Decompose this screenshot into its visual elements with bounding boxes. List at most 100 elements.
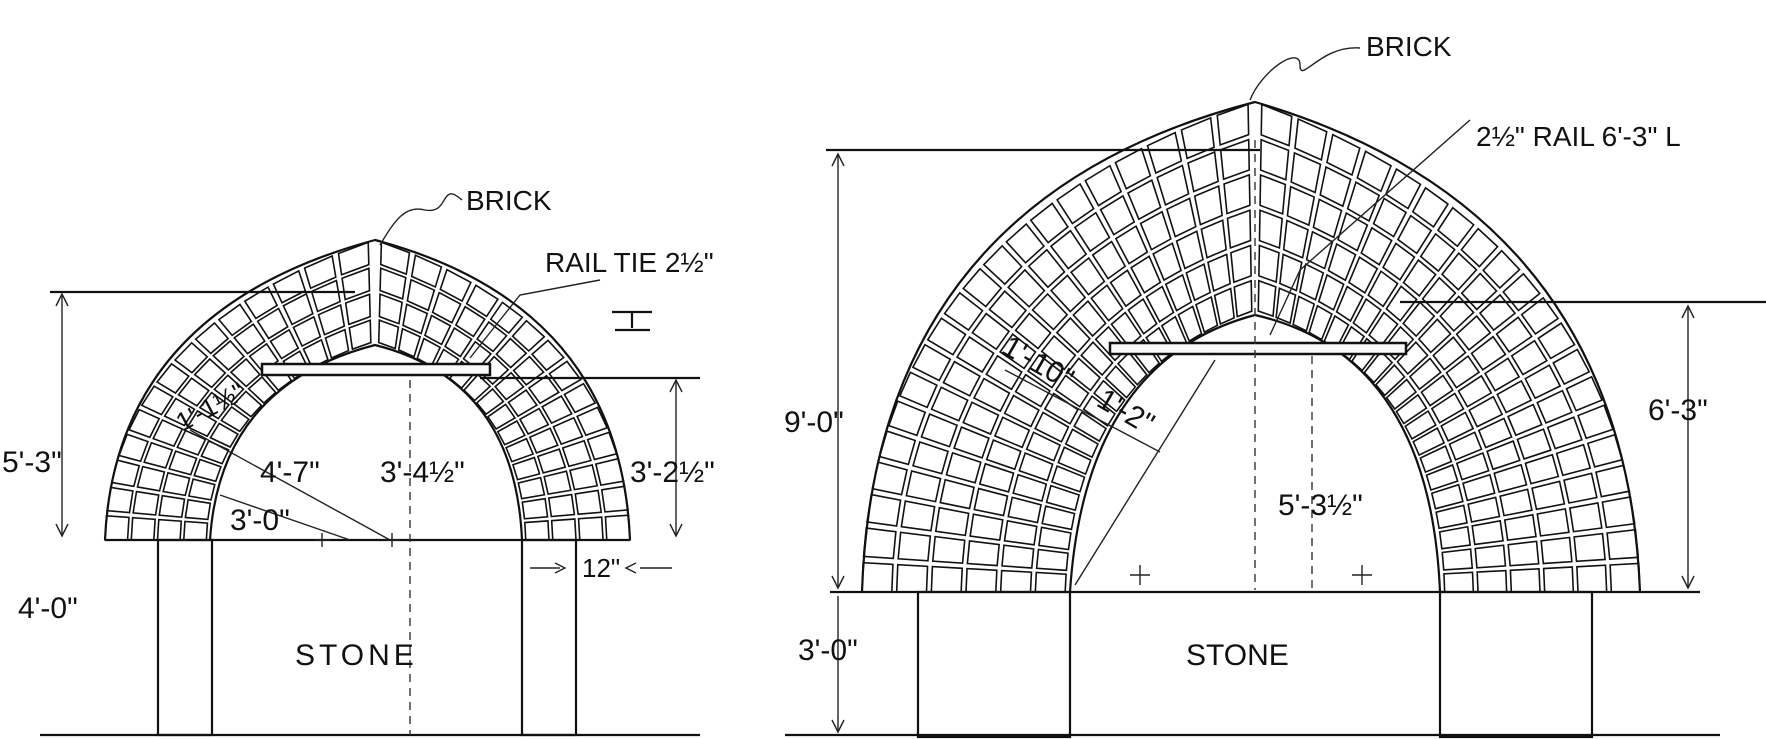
brick [1374,363,1406,397]
brick [1001,544,1035,569]
left-pier-height-label: 4'-0" [18,592,78,625]
brick [1216,103,1250,147]
brick [1455,451,1490,481]
brick [985,354,1023,391]
brick [1127,179,1162,221]
brick [1606,528,1640,561]
brick [934,506,970,537]
right-rail-label: 2½" RAIL 6'-3" L [1476,121,1681,152]
brick [930,386,969,422]
brick [1421,276,1457,315]
brick [402,303,429,335]
brick [942,360,981,397]
brick [317,303,346,336]
brick [1499,488,1533,517]
brick [1286,185,1316,227]
brick [212,339,246,372]
brick [1195,295,1219,334]
brick [1402,301,1436,338]
brick [576,406,609,437]
brick [200,439,230,465]
brick [379,267,407,301]
brick [486,403,517,430]
brick [911,343,952,382]
brick [1445,354,1481,389]
brick [1298,263,1325,301]
brick [900,500,936,532]
brick [1259,173,1287,215]
brick [269,328,300,360]
right-brick-voussoirs [861,103,1641,593]
brick [985,439,1022,471]
brick [155,362,190,395]
brick [193,458,222,483]
brick [378,293,403,325]
brick [1041,505,1076,531]
right-arch-outer-curve [860,100,1642,593]
brick [1531,480,1566,511]
brick [965,567,998,593]
brick [1043,392,1079,425]
brick [1335,285,1364,323]
brick [1226,209,1252,250]
brick [1114,147,1152,190]
brick [1524,364,1562,400]
brick [1312,198,1343,239]
brick [177,377,210,407]
brick [1319,165,1352,208]
brick [1516,428,1552,460]
brick [1152,242,1183,282]
brick [1425,463,1459,492]
brick [966,540,1001,567]
brick [1385,378,1418,411]
brick [176,429,207,456]
left-height-label: 5'-3" [2,446,62,479]
brick [972,377,1011,413]
brick [1014,373,1051,408]
brick [1029,202,1069,244]
brick [410,254,443,289]
right-rail-height-label: 6'-3" [1648,394,1708,427]
brick [173,341,209,374]
brick [1257,279,1277,318]
brick [861,561,894,593]
brick [971,312,1011,351]
right-stone-pier-left [916,590,1072,739]
brick [1177,305,1203,343]
brick [1073,211,1111,253]
left-radius-3-label: 3'-0" [230,504,290,537]
brick [1460,272,1498,311]
brick [256,307,289,340]
brick [377,319,400,350]
right-pier-height-label: 3'-0" [798,634,858,667]
brick [1395,393,1428,425]
brick [1275,287,1297,325]
brick [920,413,959,448]
right-arch [785,47,1766,739]
brick [993,416,1031,449]
left-stone-pier-left [156,538,214,737]
brick [1130,255,1162,294]
brick [1555,443,1592,477]
brick [926,317,967,356]
brick [194,321,230,355]
brick [104,514,130,541]
brick [496,419,526,446]
brick [465,284,499,318]
brick [232,390,263,418]
brick [1486,440,1521,471]
brick [945,451,982,484]
brick [536,448,567,474]
brick [233,323,266,355]
brick [1114,224,1149,265]
brick [1568,502,1603,533]
brick [1049,229,1088,270]
brick [1327,242,1357,282]
brick [1012,473,1048,503]
brick [1563,472,1598,504]
brick [1372,197,1408,238]
brick [379,241,411,276]
brick [431,291,462,324]
left-stone-pier-right [520,538,578,737]
brick [303,254,337,290]
